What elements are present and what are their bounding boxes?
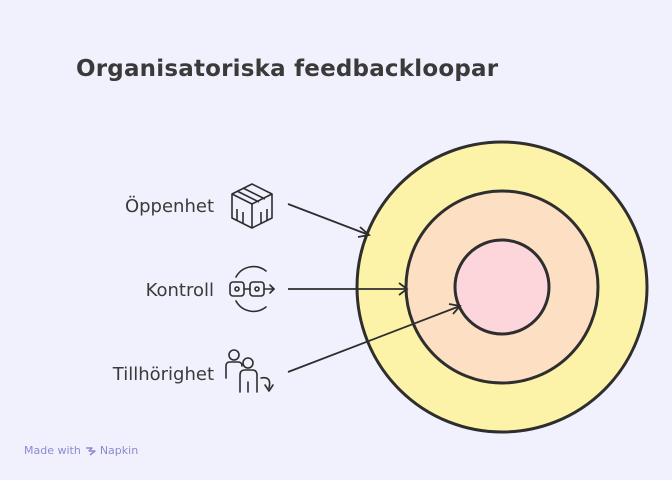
napkin-brand-label: Napkin [99, 444, 139, 457]
arrow-kontroll [288, 282, 409, 296]
control-loop-icon [229, 265, 276, 313]
label-oppenhet: Öppenhet [124, 196, 214, 217]
arrow-tillhorighet [287, 303, 462, 373]
made-with-text: Made with [24, 444, 81, 457]
napkin-brand: Napkin [85, 444, 138, 457]
label-kontroll: Kontroll [145, 280, 214, 301]
arrow-oppenhet [287, 203, 371, 238]
label-tillhorighet: Tillhörighet [112, 364, 214, 385]
cube-icon [231, 183, 273, 229]
napkin-logo-icon [85, 446, 96, 456]
diagram-title: Organisatoriska feedbackloopar [76, 56, 499, 82]
inner-ring [453, 238, 551, 336]
people-group-icon [225, 349, 274, 393]
made-with-napkin-footer[interactable]: Made with Napkin [24, 444, 138, 457]
